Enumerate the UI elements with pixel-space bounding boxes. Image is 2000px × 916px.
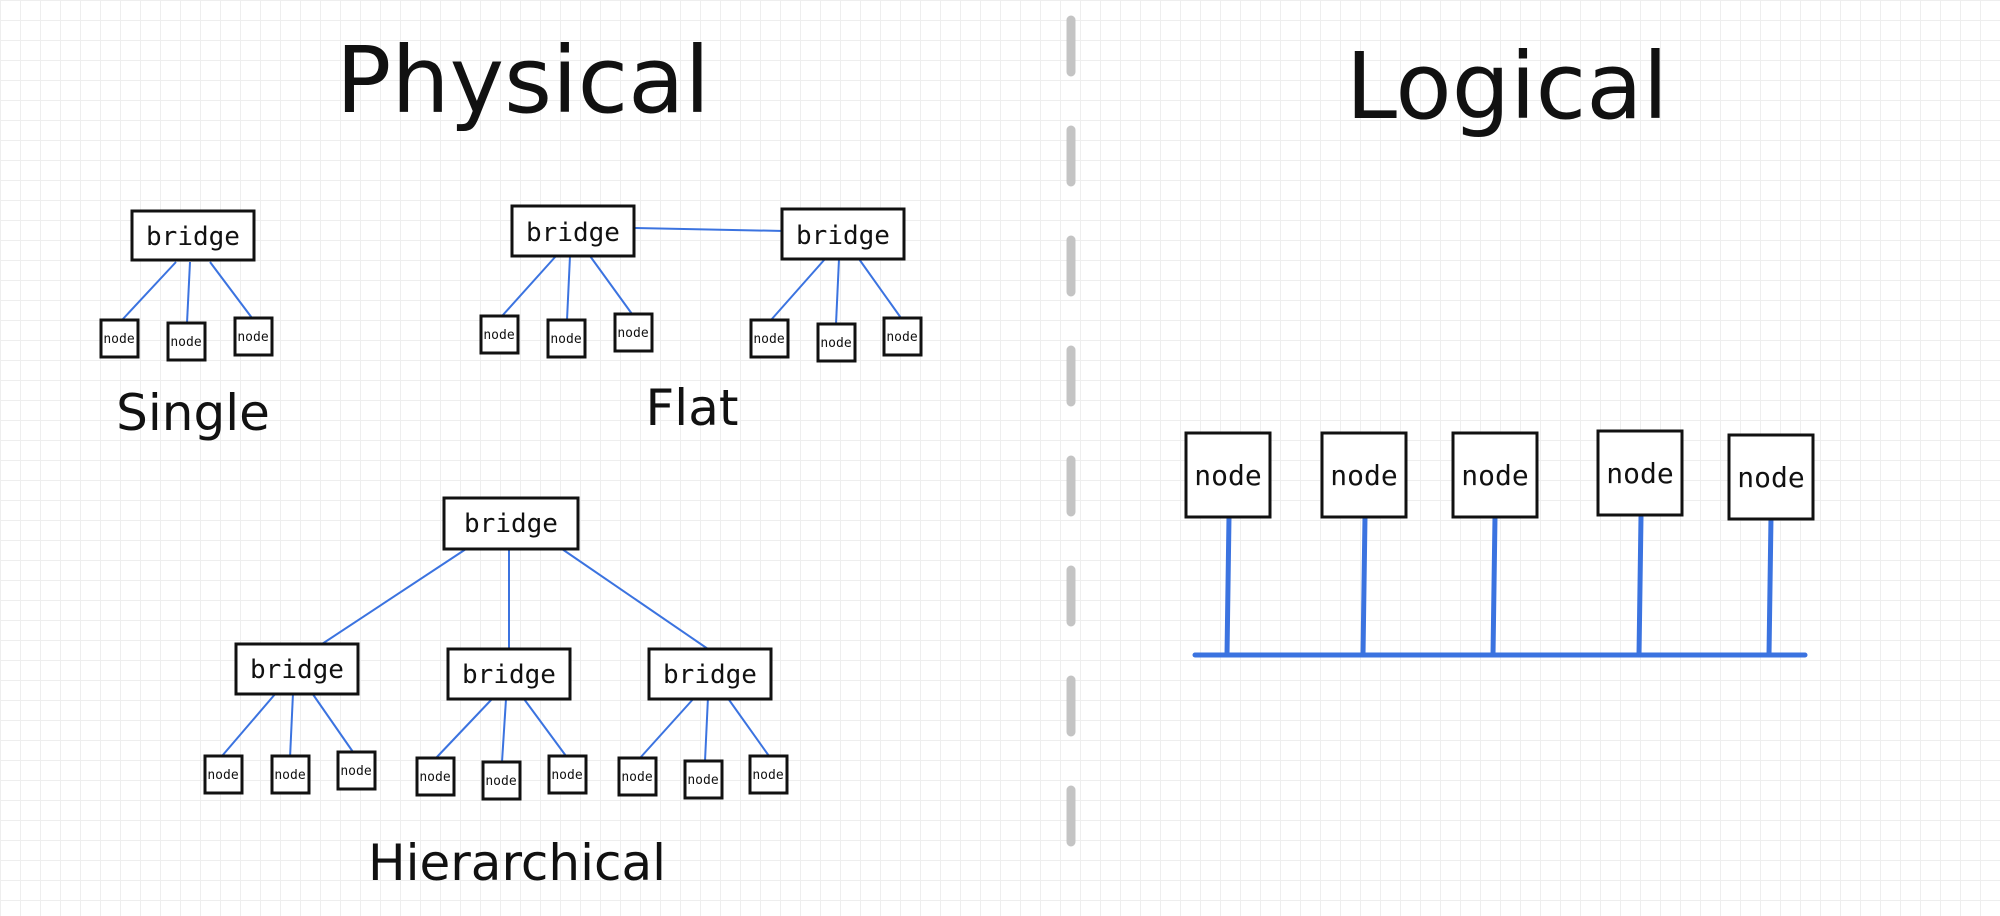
node-box: node	[749, 318, 790, 359]
bridge-box: bridge	[234, 642, 360, 696]
node-box: node	[479, 314, 520, 355]
bus-links	[1192, 514, 1808, 658]
hierarchical-caption: Hierarchical	[368, 834, 666, 892]
flat-caption: Flat	[646, 379, 739, 437]
svg-text:node: node	[274, 768, 305, 783]
bridge-box: bridge	[647, 647, 773, 701]
svg-text:node: node	[687, 773, 718, 788]
svg-text:bridge: bridge	[464, 509, 558, 539]
svg-text:node: node	[886, 330, 917, 345]
node-box: node	[547, 754, 588, 795]
physical-title: Physical	[336, 27, 710, 134]
node-box: node	[233, 316, 274, 357]
svg-text:bridge: bridge	[663, 660, 757, 690]
single-caption: Single	[116, 384, 270, 442]
svg-text:node: node	[170, 335, 201, 350]
node-box: node	[1320, 431, 1408, 519]
node-box: node	[336, 750, 377, 791]
svg-text:node: node	[1330, 459, 1397, 492]
node-box: node	[882, 316, 923, 357]
node-box: node	[748, 754, 789, 795]
node-box: node	[415, 756, 456, 797]
node-box: node	[683, 759, 724, 800]
node-box: node	[1727, 433, 1815, 521]
svg-text:node: node	[483, 328, 514, 343]
node-box: node	[1451, 431, 1539, 519]
svg-text:node: node	[551, 768, 582, 783]
svg-text:node: node	[419, 770, 450, 785]
topology-hierarchical: bridge bridge bridge bridge node node no…	[203, 496, 789, 892]
node-box: node	[166, 321, 207, 362]
svg-text:node: node	[753, 332, 784, 347]
svg-text:node: node	[1194, 459, 1261, 492]
svg-text:node: node	[207, 768, 238, 783]
svg-text:node: node	[1737, 461, 1804, 494]
node-box: node	[613, 312, 654, 353]
node-box: node	[270, 754, 311, 795]
svg-text:node: node	[340, 764, 371, 779]
node-box: node	[481, 760, 522, 801]
svg-text:node: node	[485, 774, 516, 789]
bridge-box: bridge	[780, 207, 906, 261]
bridge-box: bridge	[510, 204, 636, 258]
svg-text:node: node	[617, 326, 648, 341]
svg-text:node: node	[103, 332, 134, 347]
node-box: node	[1184, 431, 1272, 519]
svg-text:node: node	[1606, 457, 1673, 490]
bridge-box: bridge	[130, 209, 256, 262]
hierarchical-links	[221, 548, 770, 763]
svg-text:node: node	[1461, 459, 1528, 492]
topology-single: bridge node node node Single	[99, 209, 274, 442]
node-box: node	[546, 318, 587, 359]
svg-text:node: node	[237, 330, 268, 345]
bridge-box: bridge	[446, 647, 572, 701]
svg-text:node: node	[752, 768, 783, 783]
node-box: node	[203, 754, 244, 795]
svg-text:node: node	[550, 332, 581, 347]
node-box: node	[617, 756, 658, 797]
svg-text:bridge: bridge	[250, 655, 344, 685]
svg-text:bridge: bridge	[796, 221, 890, 251]
node-box: node	[1596, 429, 1684, 517]
logical-bus-topology: node node node node node	[1184, 429, 1815, 658]
flat-links	[501, 227, 902, 325]
svg-text:bridge: bridge	[146, 222, 240, 252]
bridge-box-root: bridge	[442, 496, 580, 551]
svg-text:bridge: bridge	[526, 218, 620, 248]
svg-text:node: node	[621, 770, 652, 785]
svg-text:node: node	[820, 336, 851, 351]
svg-text:bridge: bridge	[462, 660, 556, 690]
node-box: node	[99, 318, 140, 359]
node-box: node	[816, 322, 857, 363]
logical-title: Logical	[1346, 33, 1668, 140]
single-links	[121, 261, 253, 324]
topology-flat: bridge bridge node node node node node	[479, 204, 923, 437]
